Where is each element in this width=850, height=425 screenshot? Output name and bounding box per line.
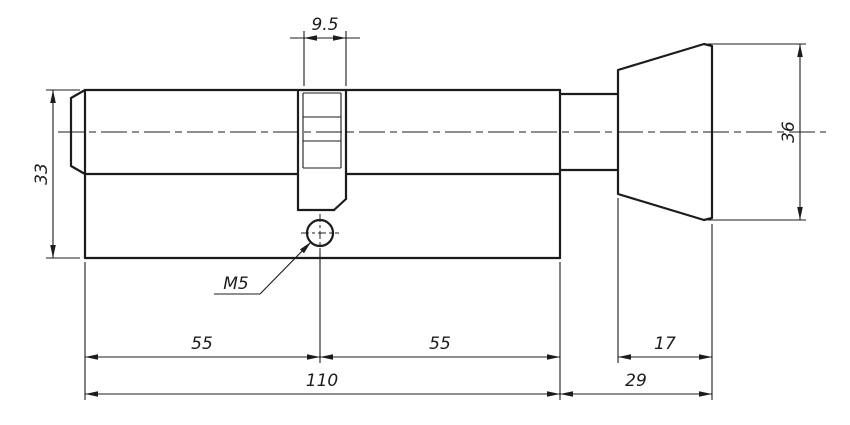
arrowhead — [320, 354, 333, 360]
arrowhead — [307, 354, 320, 360]
dimension-knob-extension: 29 — [560, 371, 712, 397]
dimension-right-length: 55 — [320, 334, 560, 360]
screw-hole — [301, 214, 339, 252]
arrowhead — [50, 90, 56, 103]
dimension-knob-height: 36 — [708, 43, 806, 221]
arrowhead — [333, 35, 346, 41]
cylinder-body — [69, 88, 562, 260]
bottom-extension-lines — [84, 198, 713, 400]
dimension-profile-height: 33 — [32, 89, 80, 259]
dim-right-length-label: 55 — [429, 334, 451, 354]
arrowhead — [797, 44, 803, 57]
dimension-total-length: 110 — [85, 371, 560, 397]
arrowhead — [618, 354, 631, 360]
dim-knob-extension-label: 29 — [625, 371, 647, 391]
dimension-slot-width: 9.5 — [290, 15, 360, 86]
cam-follower — [296, 88, 348, 212]
dim-total-length-label: 110 — [306, 371, 338, 391]
arrowhead — [797, 207, 803, 220]
arrowhead — [85, 354, 98, 360]
dim-knob-height-label: 36 — [779, 121, 799, 143]
dim-slot-width-label: 9.5 — [311, 15, 338, 35]
thread-callout-label: M5 — [223, 274, 248, 294]
knob-neck — [558, 92, 620, 172]
dim-profile-height-label: 33 — [32, 163, 52, 185]
arrowhead — [547, 354, 560, 360]
arrowhead — [699, 354, 712, 360]
cam-notch-edge — [332, 197, 348, 212]
arrowhead — [304, 35, 317, 41]
arrowhead — [699, 391, 712, 397]
arrowhead — [560, 391, 573, 397]
dimension-left-length: 55 — [85, 334, 320, 360]
dimension-knob-width: 17 — [618, 334, 712, 360]
thread-callout: M5 — [214, 240, 314, 295]
left-chamfer — [69, 88, 87, 176]
thumb-knob — [616, 42, 714, 222]
dim-knob-width-label: 17 — [654, 334, 676, 354]
dim-left-length-label: 55 — [191, 334, 213, 354]
arrowhead — [50, 245, 56, 258]
arrowhead — [85, 391, 98, 397]
arrowhead — [547, 391, 560, 397]
